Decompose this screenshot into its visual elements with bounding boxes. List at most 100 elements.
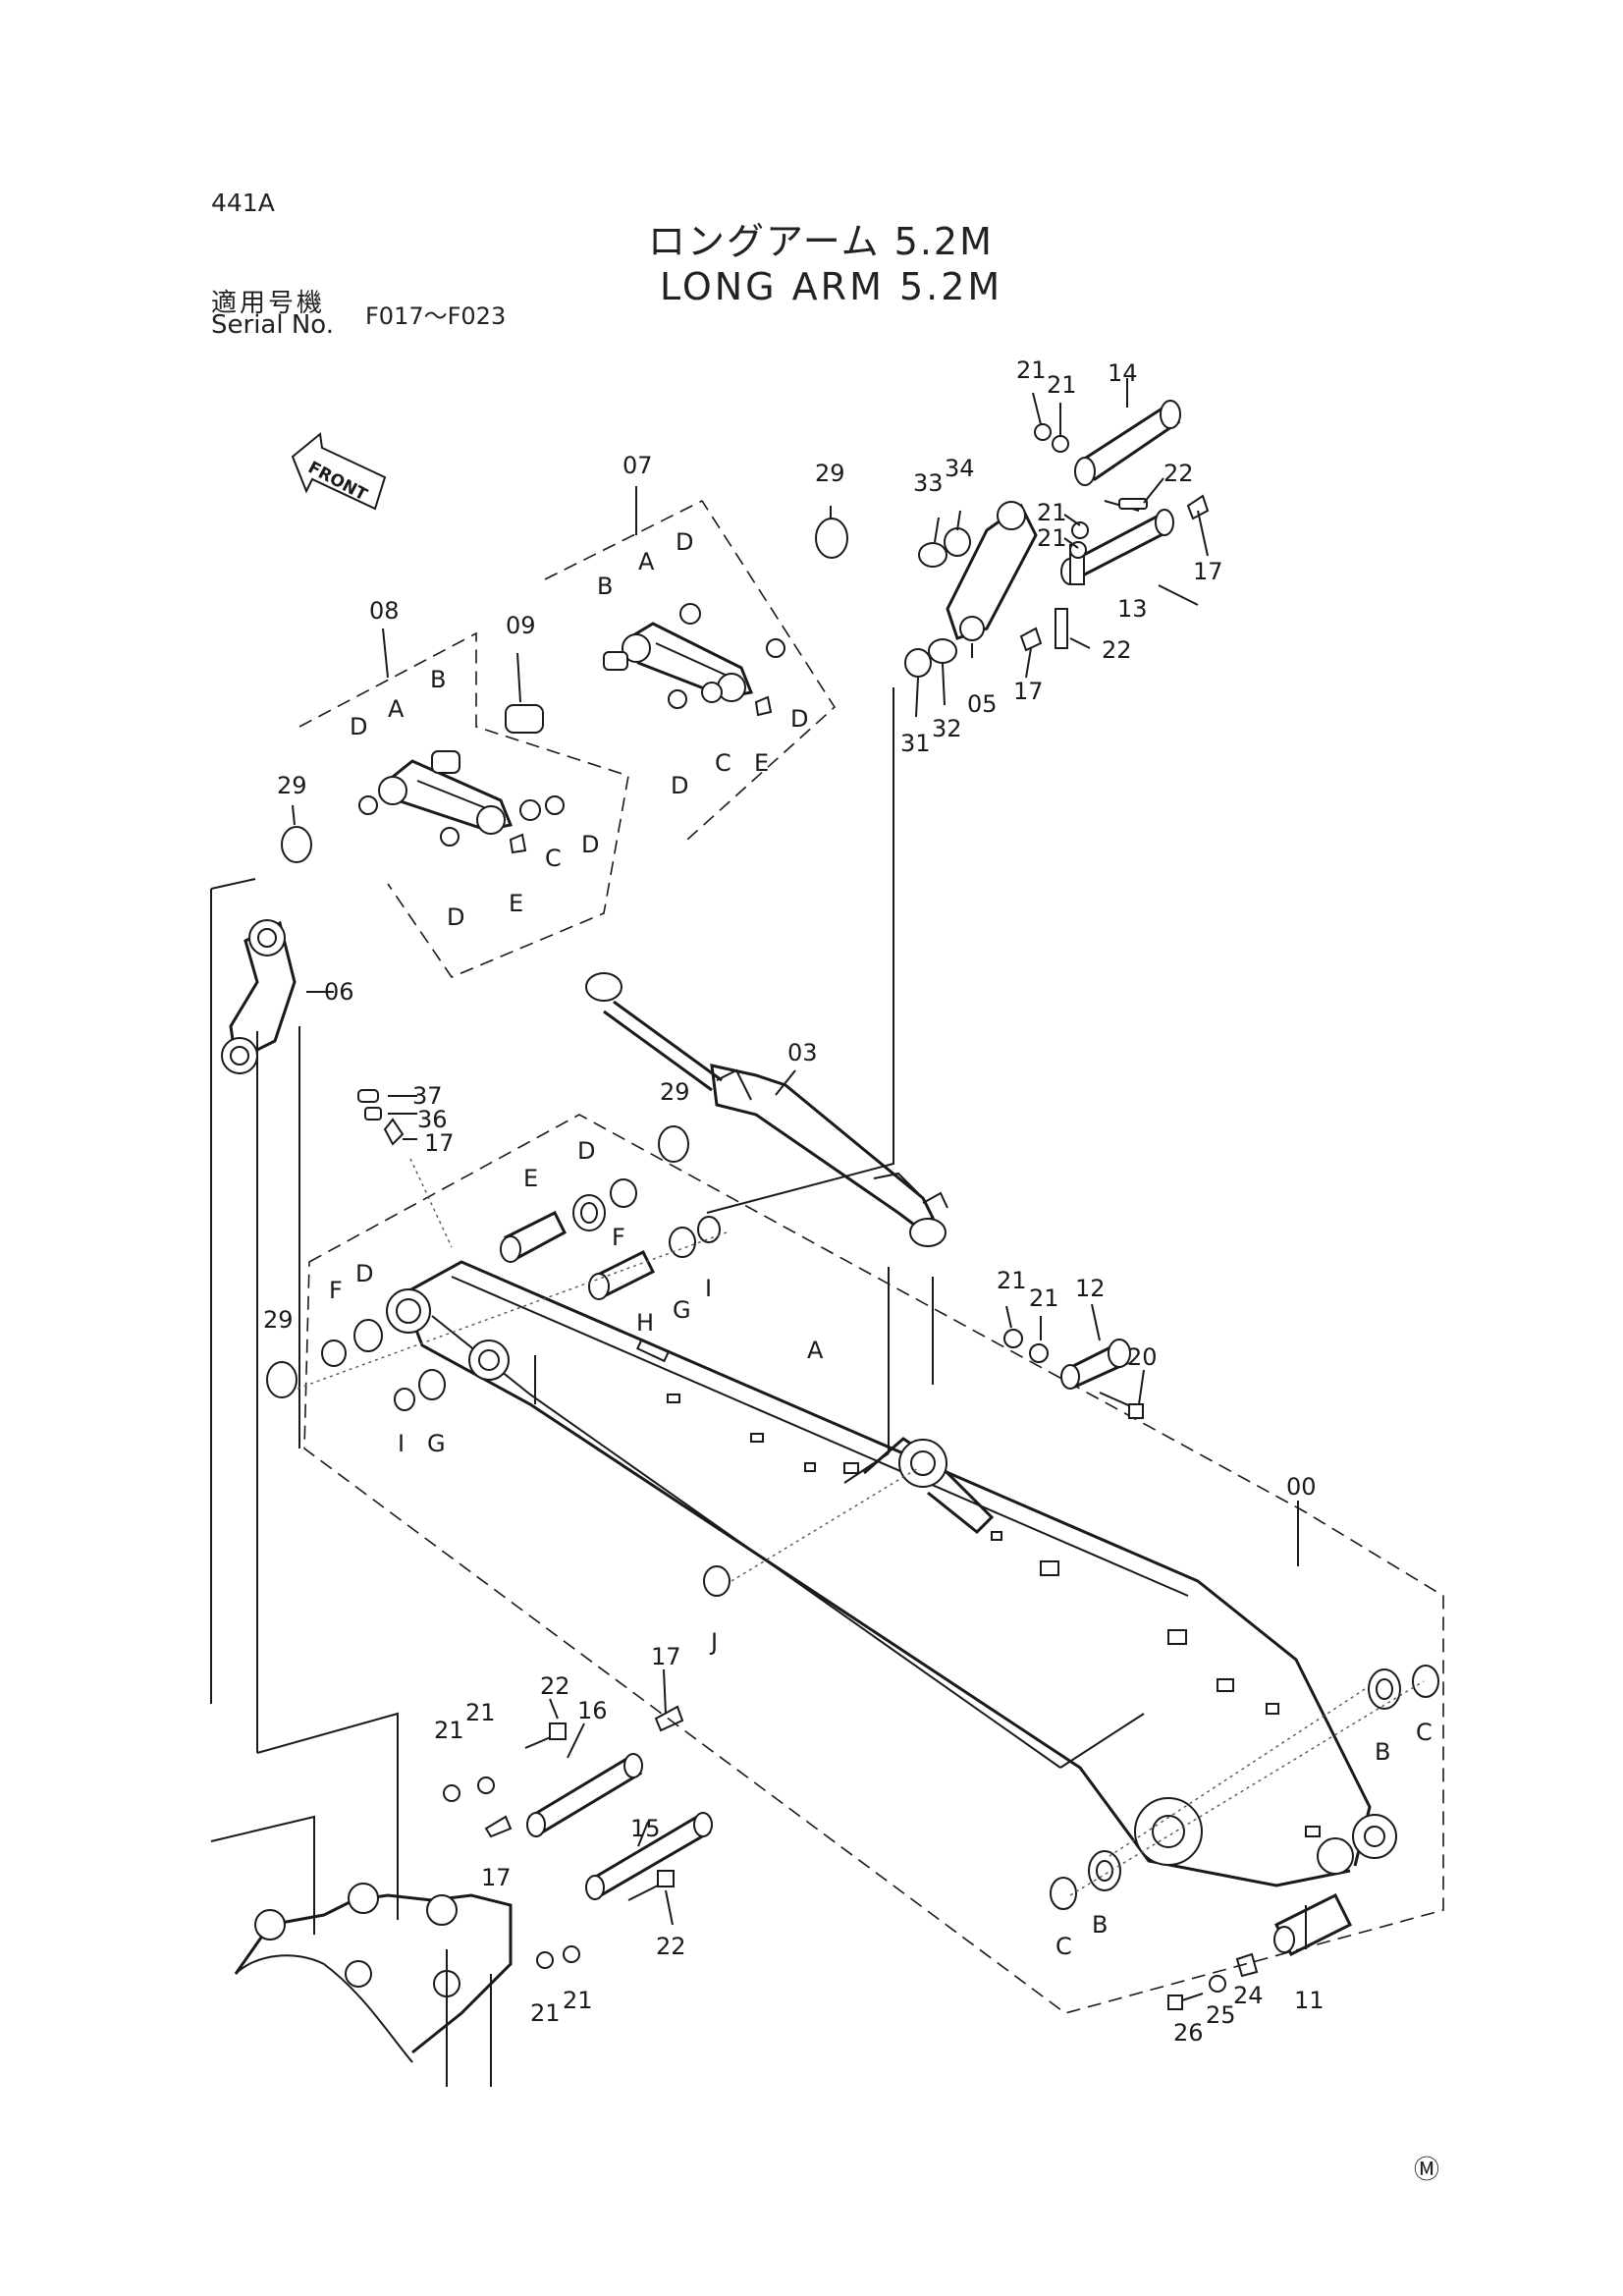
pin-16 bbox=[443, 1705, 684, 1838]
callout-21: 21 bbox=[1016, 356, 1047, 384]
link-07 bbox=[603, 603, 785, 717]
title-japanese: ロングアーム 5.2M bbox=[648, 220, 994, 263]
letter-h: H bbox=[636, 1309, 654, 1337]
pin-14 bbox=[1034, 400, 1181, 512]
callout-14: 14 bbox=[1108, 359, 1138, 387]
letter-c: C bbox=[1055, 1933, 1072, 1960]
serial-range: F017〜F023 bbox=[365, 302, 507, 330]
callout-13: 13 bbox=[1117, 595, 1148, 623]
letter-d: D bbox=[355, 1260, 373, 1287]
callout-17: 17 bbox=[651, 1643, 681, 1670]
callout-36: 36 bbox=[417, 1106, 448, 1133]
letter-j: J bbox=[709, 1628, 718, 1656]
callout-22: 22 bbox=[656, 1933, 686, 1960]
arm-end-bushings bbox=[1050, 1665, 1439, 1910]
callout-29: 29 bbox=[277, 772, 307, 799]
callout-21: 21 bbox=[1047, 371, 1077, 399]
arm-bushings bbox=[321, 1178, 730, 1597]
letter-labels: A B D D C E D A B D D C E D E D F H G I … bbox=[329, 528, 1433, 1960]
letter-b: B bbox=[1092, 1911, 1108, 1939]
arm-assembly-frame bbox=[303, 1114, 1444, 2014]
callout-22: 22 bbox=[540, 1672, 570, 1700]
group-08-frame bbox=[298, 631, 629, 978]
callout-11: 11 bbox=[1294, 1987, 1325, 2014]
letter-g: G bbox=[673, 1296, 691, 1324]
letter-c: C bbox=[1416, 1719, 1433, 1746]
callout-29: 29 bbox=[263, 1306, 294, 1334]
callout-25: 25 bbox=[1206, 2001, 1236, 2029]
callout-17: 17 bbox=[1013, 678, 1044, 705]
letter-d: D bbox=[577, 1137, 595, 1165]
callout-24: 24 bbox=[1233, 1982, 1264, 2009]
letter-d: D bbox=[671, 772, 688, 799]
pin-15 bbox=[536, 1812, 713, 1969]
group-07-frame bbox=[544, 499, 837, 841]
callout-08: 08 bbox=[369, 597, 400, 625]
letter-i: I bbox=[705, 1275, 712, 1302]
cylinder-03 bbox=[585, 972, 948, 1247]
callout-06: 06 bbox=[324, 978, 354, 1006]
pin-12 bbox=[1003, 1329, 1145, 1419]
letter-f: F bbox=[612, 1224, 625, 1251]
tooth-11 bbox=[1167, 1892, 1353, 2010]
bucket-linkage bbox=[234, 1883, 513, 2087]
letter-b: B bbox=[1375, 1738, 1390, 1766]
callout-20: 20 bbox=[1127, 1343, 1158, 1371]
callout-21: 21 bbox=[997, 1267, 1027, 1294]
callout-21: 21 bbox=[563, 1987, 593, 2014]
front-arrow-icon: FRONT bbox=[291, 432, 387, 511]
callout-15: 15 bbox=[630, 1815, 661, 1842]
m-mark: Ⓜ bbox=[1414, 2156, 1439, 2185]
callout-22: 22 bbox=[1163, 460, 1194, 487]
callout-22: 22 bbox=[1102, 636, 1132, 664]
grease-fitting-stack bbox=[357, 1089, 405, 1146]
letter-d: D bbox=[676, 528, 693, 556]
link-08 bbox=[358, 750, 565, 854]
callout-33: 33 bbox=[913, 469, 944, 497]
callout-26: 26 bbox=[1173, 2019, 1204, 2047]
letter-e: E bbox=[523, 1165, 538, 1192]
letter-b: B bbox=[597, 573, 613, 600]
callout-03: 03 bbox=[787, 1039, 818, 1066]
callout-12: 12 bbox=[1075, 1275, 1106, 1302]
link-05 bbox=[904, 501, 1038, 678]
leader-lines bbox=[292, 378, 1307, 1949]
letter-d: D bbox=[581, 831, 599, 858]
letter-d: D bbox=[447, 903, 464, 931]
callout-29: 29 bbox=[660, 1078, 690, 1106]
callout-29: 29 bbox=[815, 460, 845, 487]
callout-31: 31 bbox=[900, 730, 931, 757]
callout-32: 32 bbox=[932, 715, 962, 742]
callout-34: 34 bbox=[945, 455, 975, 482]
callout-21: 21 bbox=[1037, 524, 1067, 552]
serial-label-japanese: 適用号機 bbox=[211, 289, 326, 318]
letter-a: A bbox=[807, 1337, 824, 1364]
arm-body bbox=[386, 1260, 1397, 1887]
letter-f: F bbox=[329, 1277, 343, 1304]
pin-29-ring bbox=[815, 518, 848, 559]
bushing-09 bbox=[505, 704, 544, 734]
callout-37: 37 bbox=[412, 1082, 443, 1110]
letter-d: D bbox=[790, 705, 808, 733]
link-06 bbox=[221, 919, 297, 1074]
callout-09: 09 bbox=[506, 612, 536, 639]
callout-16: 16 bbox=[577, 1697, 608, 1724]
letter-i: I bbox=[398, 1430, 405, 1457]
callout-17: 17 bbox=[424, 1129, 455, 1157]
letter-d: D bbox=[350, 713, 367, 740]
callout-00: 00 bbox=[1286, 1473, 1317, 1501]
callout-07: 07 bbox=[622, 452, 653, 479]
letter-c: C bbox=[715, 749, 731, 777]
title-english: LONG ARM 5.2M bbox=[660, 265, 1003, 308]
callout-05: 05 bbox=[967, 690, 998, 718]
callout-21: 21 bbox=[1029, 1285, 1059, 1312]
callout-21: 21 bbox=[465, 1699, 496, 1726]
callout-17: 17 bbox=[481, 1864, 512, 1891]
letter-g: G bbox=[427, 1430, 446, 1457]
letter-a: A bbox=[638, 548, 655, 575]
serial-label-english: Serial No. bbox=[211, 310, 334, 340]
callout-labels: 21 21 14 22 21 21 17 13 22 17 05 33 34 3… bbox=[263, 356, 1325, 2047]
letter-a: A bbox=[388, 695, 405, 723]
pin-13 bbox=[1019, 494, 1210, 652]
